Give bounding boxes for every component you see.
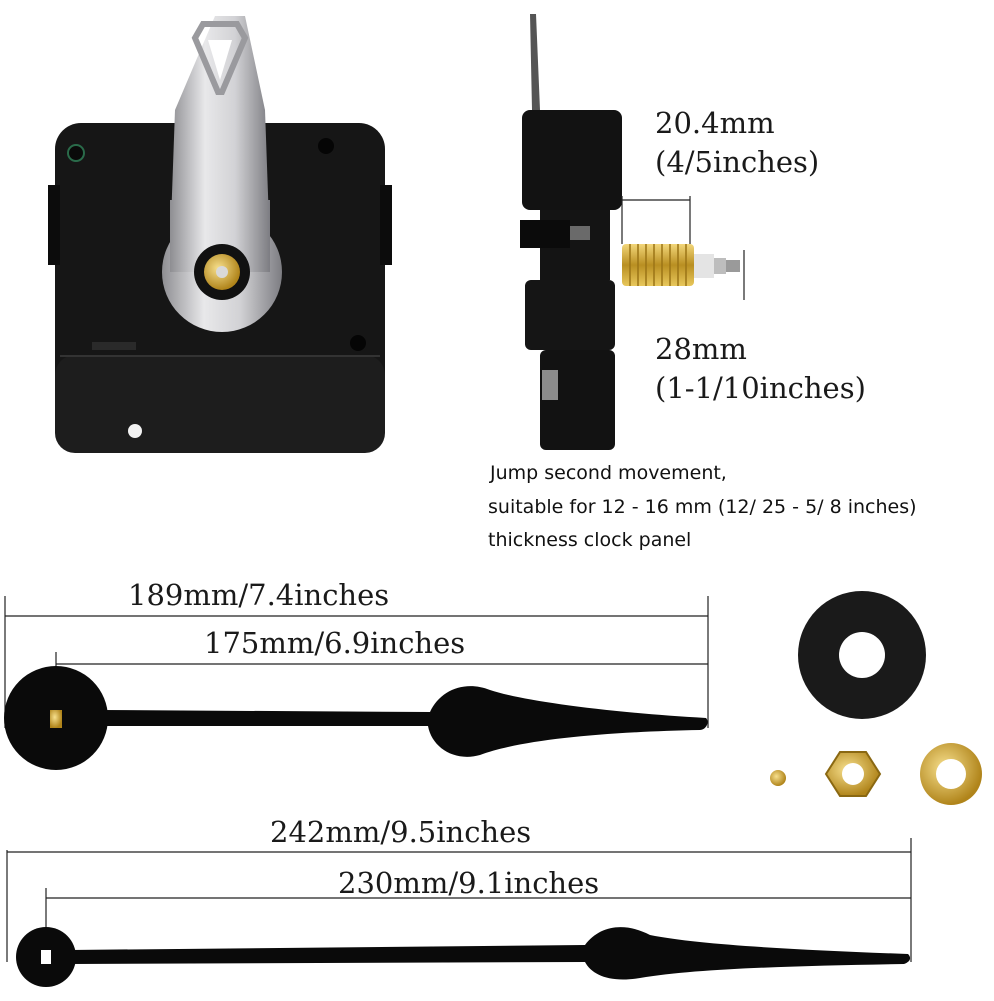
minute-hand-short — [4, 596, 709, 770]
long-hand-overall-label: 242mm/9.5inches — [270, 815, 532, 849]
movement-side-view — [520, 14, 745, 450]
caption-line-1: Jump second movement, — [490, 462, 727, 484]
battery-indicator-hole — [128, 424, 142, 438]
hanger-bracket — [170, 16, 270, 250]
shaft-mm-label: 28mm — [655, 332, 747, 366]
caption-line-2: suitable for 12 - 16 mm (12/ 25 - 5/ 8 i… — [488, 496, 917, 518]
threaded-shaft — [622, 244, 694, 286]
small-nut — [770, 770, 786, 786]
depth-inches-label: (4/5inches) — [655, 145, 820, 179]
short-hand-center-label: 175mm/6.9inches — [204, 626, 466, 660]
accessories — [770, 591, 982, 805]
long-hand-center-label: 230mm/9.1inches — [338, 866, 600, 900]
short-hand-overall-label: 189mm/7.4inches — [128, 578, 390, 612]
shaft-inches-label: (1-1/10inches) — [655, 371, 866, 405]
depth-mm-label: 20.4mm — [655, 106, 775, 140]
caption-line-3: thickness clock panel — [488, 529, 692, 551]
movement-front-view — [48, 16, 392, 453]
minute-hand-long — [6, 838, 912, 987]
